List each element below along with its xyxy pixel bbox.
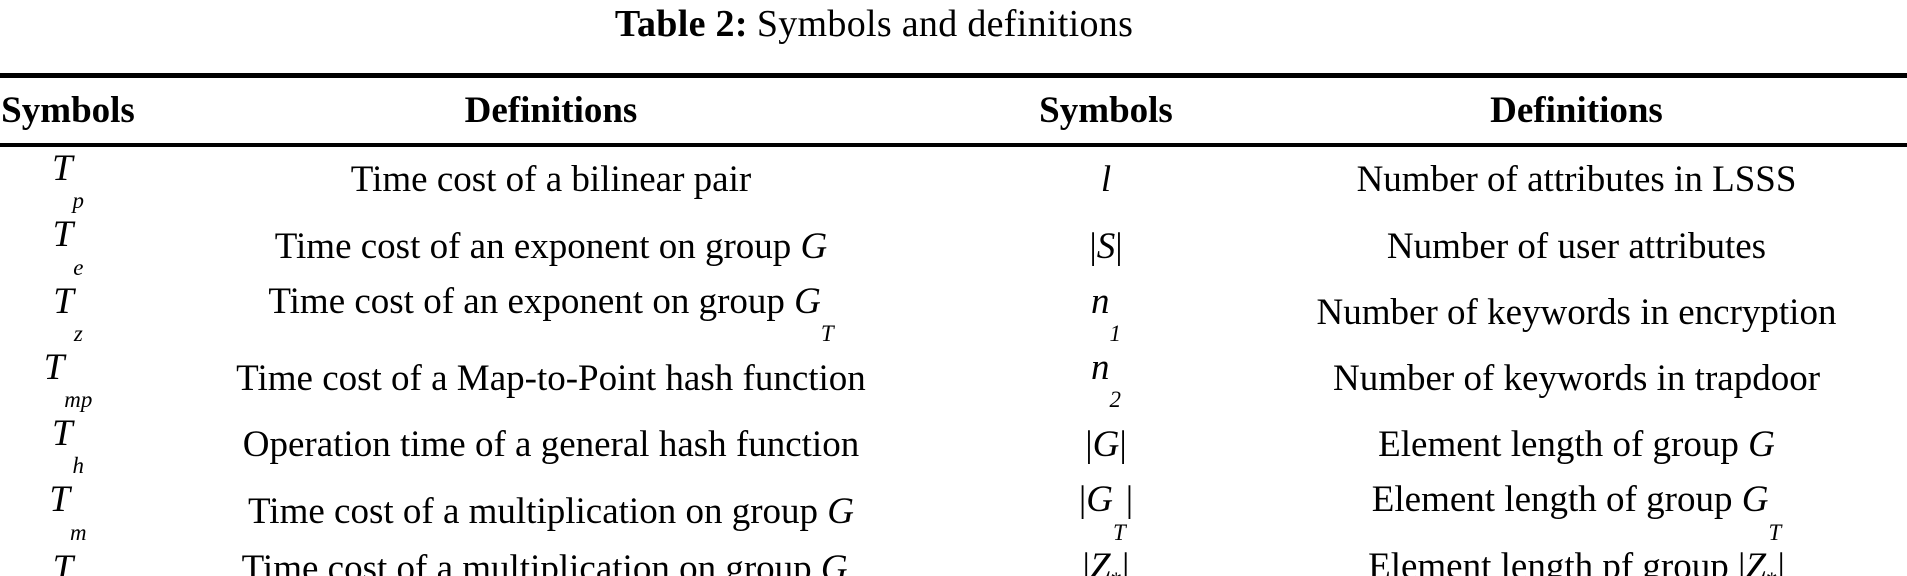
definition-cell: Element length pf group |Z*p|	[1246, 545, 1907, 576]
definition-cell: Element length of group G	[1378, 424, 1775, 466]
math-symbol: l	[1100, 159, 1112, 201]
table-caption: Table 2:Symbols and definitions	[0, 2, 1748, 48]
math-symbol: Tc	[52, 547, 74, 576]
math-symbol: G	[827, 490, 854, 532]
symbol-cell: |Z*p|	[966, 545, 1246, 576]
header-definitions-right: Definitions	[1246, 75, 1907, 147]
math-symbol: GT	[820, 547, 848, 576]
definition-cell: Time cost of a bilinear pair	[350, 159, 752, 201]
math-symbol: |Z*p|	[1082, 545, 1130, 576]
symbols-definitions-table: Symbols Definitions Symbols Definitions …	[0, 73, 1907, 576]
definition-cell: Time cost of an exponent on group G	[274, 225, 828, 267]
math-symbol: |Z*p|	[1738, 545, 1785, 576]
table-caption-label: Table 2:	[614, 3, 748, 45]
symbol-cell: l	[966, 145, 1246, 213]
symbol-cell: |S|	[966, 213, 1246, 279]
header-symbols-right: Symbols	[966, 75, 1246, 147]
definition-cell: Number of keywords in encryption	[1316, 291, 1837, 333]
definition-cell: Number of user attributes	[1386, 225, 1767, 267]
table-row: Tc Time cost of a multiplication on grou…	[0, 545, 1907, 576]
definition-cell: Number of attributes in LSSS	[1356, 159, 1797, 201]
table-caption-text: Symbols and definitions	[756, 3, 1134, 45]
math-symbol: G	[1748, 424, 1775, 466]
definition-cell: Operation time of a general hash functio…	[242, 424, 860, 466]
definition-cell: Time cost of a multiplication on group G…	[136, 545, 966, 576]
definition-cell: Time cost of a multiplication on group G	[247, 490, 854, 532]
header-definitions-left: Definitions	[136, 75, 966, 147]
math-symbol: G	[800, 225, 828, 267]
table-header: Symbols Definitions Symbols Definitions	[0, 75, 1907, 147]
math-symbol: |S|	[1089, 225, 1123, 267]
header-row: Symbols Definitions Symbols Definitions	[0, 75, 1907, 147]
definition-cell: Time cost of a Map-to-Point hash functio…	[236, 358, 866, 400]
symbol-cell: Tc	[0, 545, 136, 576]
math-symbol: |G|	[1085, 424, 1127, 466]
symbol-cell: |G|	[966, 412, 1246, 478]
header-symbols-left: Symbols	[0, 75, 136, 147]
definition-cell: Number of keywords in trapdoor	[1332, 358, 1821, 400]
